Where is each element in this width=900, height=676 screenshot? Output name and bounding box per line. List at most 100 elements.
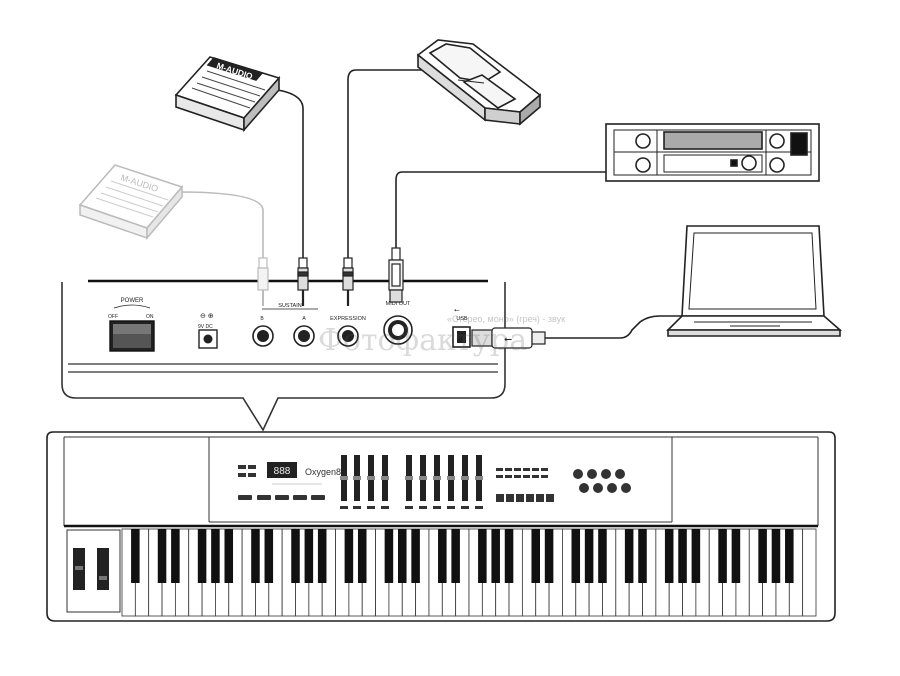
black-key: [157, 529, 167, 583]
rear-panel-callout: POWER OFF ON ⊖ ⊕ 9V DC SUSTAIN B A EXPRE…: [61, 279, 506, 432]
cable-expression-pedal: [347, 69, 423, 258]
black-key: [664, 529, 674, 583]
black-key: [411, 529, 420, 583]
black-key: [478, 529, 487, 583]
fader-button: [433, 506, 441, 509]
power-label: POWER: [121, 298, 144, 304]
dc-input-label: 9V DC: [198, 324, 213, 330]
midi-keyboard: 888 Oxygen88: [46, 431, 836, 622]
fader-button: [340, 506, 348, 509]
expression-pedal: [416, 39, 542, 126]
black-key: [771, 529, 781, 583]
fader-cap: [367, 476, 375, 480]
fader-cap: [447, 476, 455, 480]
rack-knob-2: [635, 157, 651, 173]
lcd-display: [267, 462, 297, 478]
black-key: [785, 529, 794, 583]
black-key: [357, 529, 367, 583]
fader-cap: [340, 476, 348, 480]
black-key: [638, 529, 647, 583]
power-off-label: OFF: [108, 314, 118, 320]
black-key: [211, 529, 220, 583]
fader-button: [381, 506, 389, 509]
fader-cap: [461, 476, 469, 480]
plugs: ⭠: [257, 247, 546, 349]
midi-plug: [388, 247, 404, 303]
midi-out-label: MIDI OUT: [386, 301, 411, 307]
black-key: [758, 529, 767, 583]
cable-midi-out: [395, 171, 606, 248]
black-key: [264, 529, 274, 583]
transport-buttons: [238, 495, 325, 500]
rack-knob-1: [635, 133, 651, 149]
black-key: [398, 529, 407, 583]
black-key: [171, 529, 180, 583]
black-key: [584, 529, 594, 583]
black-key: [344, 529, 354, 583]
fader-cap: [353, 476, 361, 480]
black-key: [571, 529, 581, 583]
rack-knob-3: [741, 155, 757, 171]
function-buttons: [496, 468, 554, 502]
usb-icon: ⭠: [454, 307, 460, 314]
black-key: [291, 529, 300, 583]
fader-cap: [433, 476, 441, 480]
sustain-label: SUSTAIN: [278, 303, 301, 309]
lcd-display-value: 888: [274, 466, 291, 477]
faded-sustain-pedal: M-AUDIO: [78, 164, 184, 241]
rotary-knobs: [573, 469, 631, 493]
cable-usb: [545, 315, 685, 339]
fader-cap: [475, 476, 483, 480]
black-key: [504, 529, 514, 583]
rack-knob-4: [769, 133, 785, 149]
black-key: [131, 529, 140, 583]
fader-button: [367, 506, 375, 509]
svg-text:⭠: ⭠: [504, 334, 512, 345]
dc-icon: ⊖ ⊕: [200, 313, 214, 320]
watermark-text: Фотофактура: [318, 323, 527, 358]
black-key: [691, 529, 701, 583]
watermark: Фотофактура «Стерео, моно» (греч) - звук: [318, 314, 565, 358]
rack-knob-5: [769, 157, 785, 173]
black-key: [224, 529, 234, 583]
black-key: [251, 529, 260, 583]
mod-wheel: [97, 548, 109, 590]
fader-button: [353, 506, 361, 509]
black-key: [304, 529, 314, 583]
rack-display: [663, 131, 763, 150]
expression-label: EXPRESSION: [330, 316, 366, 322]
fader-button: [419, 506, 427, 509]
usb-label: USB: [456, 316, 468, 322]
black-key: [438, 529, 447, 583]
black-key: [678, 529, 687, 583]
fader-button: [475, 506, 483, 509]
black-key: [624, 529, 634, 583]
power-on-label: ON: [146, 314, 154, 320]
laptop: [666, 225, 843, 337]
black-key: [197, 529, 207, 583]
cable-faded-sustain-pedal: [177, 191, 264, 258]
wheel-section: [66, 529, 121, 613]
control-panel: 888 Oxygen88: [238, 455, 631, 509]
black-key: [451, 529, 460, 583]
black-key: [544, 529, 554, 583]
sustain-pedal: M-AUDIO: [174, 56, 281, 133]
fader-button: [447, 506, 455, 509]
black-key: [718, 529, 727, 583]
black-key: [731, 529, 741, 583]
faded-sustain-plug: [257, 257, 269, 306]
black-key: [317, 529, 327, 583]
black-key: [384, 529, 394, 583]
black-key: [491, 529, 500, 583]
expression-plug: [342, 257, 354, 306]
black-key: [531, 529, 540, 583]
sound-module: [605, 123, 820, 182]
product-logo: Oxygen88: [305, 467, 346, 477]
fader-cap: [381, 476, 389, 480]
fader-button: [405, 506, 413, 509]
black-key: [598, 529, 607, 583]
fader-button: [461, 506, 469, 509]
watermark-small-text: «Стерео, моно» (греч) - звук: [447, 314, 565, 324]
